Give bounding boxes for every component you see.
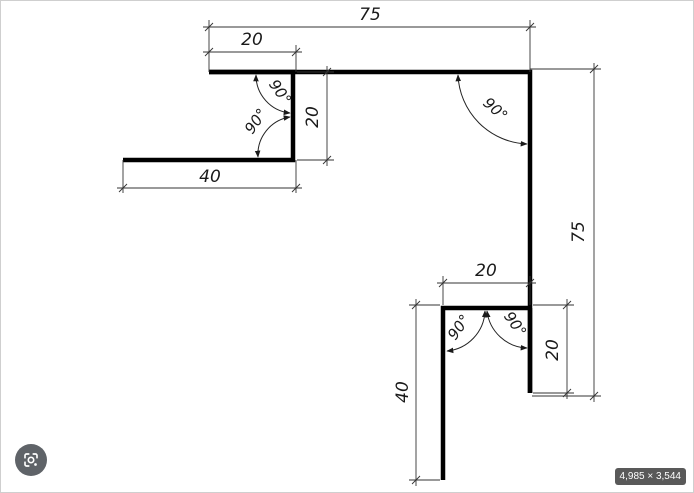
angle-arcs (253, 74, 528, 354)
dim-lower-flange: 20 (475, 261, 497, 281)
profile-outline (123, 69, 533, 480)
angle-corner: 90° (479, 94, 511, 125)
angle-lower-right: 90° (500, 308, 530, 340)
angle-upper-left-a: 90° (265, 76, 295, 108)
angle-lower-left: 90° (444, 311, 474, 343)
dim-lower-leg: 40 (393, 381, 413, 403)
dim-bottom-left-leg: 40 (199, 167, 221, 187)
image-size-badge: 4,985 × 3,544 (614, 468, 686, 485)
dim-right-overall: 75 (569, 221, 589, 243)
dim-left-drop: 20 (303, 106, 323, 128)
dimension-lines (117, 20, 601, 486)
dim-top-overall: 75 (359, 5, 381, 25)
angle-upper-left-b: 90° (241, 105, 271, 137)
dim-lower-drop: 20 (543, 339, 563, 361)
google-lens-icon (24, 453, 38, 467)
dim-top-flange: 20 (241, 30, 263, 50)
google-lens-button[interactable] (15, 444, 47, 476)
